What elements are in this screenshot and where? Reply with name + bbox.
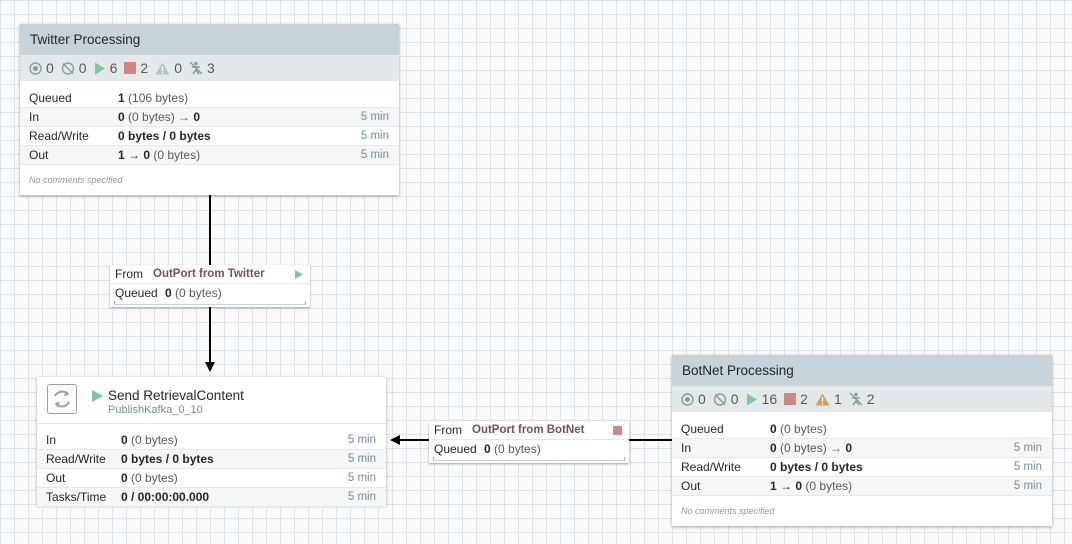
- out-row: Out 0 (0 bytes) 5 min: [37, 469, 386, 488]
- read-write-row: Read/Write 0 bytes / 0 bytes 5 min: [37, 450, 386, 469]
- stop-icon: [784, 393, 797, 405]
- invalid-stat: 0: [155, 60, 182, 76]
- processor-icon: [47, 384, 77, 414]
- transmitting-icon: [681, 392, 694, 406]
- backpressure-bar: [433, 457, 625, 461]
- transmitting-icon: [29, 61, 42, 75]
- connection-queued-row: Queued 0 (0 bytes): [115, 285, 222, 300]
- not-transmitting-icon: [713, 392, 726, 406]
- read-write-row: Read/Write 0 bytes / 0 bytes 5 min: [672, 458, 1052, 477]
- disabled-icon: [849, 392, 863, 406]
- warning-icon: [815, 393, 830, 405]
- backpressure-bar: [114, 301, 306, 305]
- connection-label-botnet[interactable]: From OutPort from BotNet Queued 0 (0 byt…: [429, 421, 629, 463]
- process-group-twitter[interactable]: Twitter Processing 0 0 6 2 0 3 Queued: [20, 24, 399, 195]
- running-status-icon: [92, 390, 103, 402]
- transmitting-stat: 0: [29, 60, 54, 76]
- not-transmitting-stat: 0: [713, 391, 739, 407]
- processor-send-retrieval-content[interactable]: Send RetrievalContent PublishKafka_0_10 …: [37, 377, 386, 507]
- connection-queued-row: Queued 0 (0 bytes): [434, 441, 541, 456]
- connection-from-row: From OutPort from BotNet: [429, 421, 629, 440]
- processor-type: PublishKafka_0_10: [108, 404, 203, 416]
- out-row: Out 1 → 0 (0 bytes) 5 min: [672, 477, 1052, 496]
- queued-row: Queued 0 (0 bytes): [672, 420, 1052, 439]
- running-port-icon: [295, 270, 303, 279]
- comments-text: No comments specified: [681, 506, 775, 516]
- out-row: Out 1 → 0 (0 bytes) 5 min: [20, 146, 399, 165]
- disabled-stat: 2: [849, 391, 875, 407]
- process-group-stats: 0 0 16 2 1 2: [672, 386, 1052, 412]
- processor-name: Send RetrievalContent: [108, 388, 244, 403]
- running-stat: 16: [746, 391, 777, 407]
- in-row: In 0 (0 bytes) → 0 5 min: [20, 108, 399, 127]
- not-transmitting-icon: [61, 61, 74, 75]
- stop-icon: [124, 62, 137, 74]
- invalid-stat: 1: [815, 391, 842, 407]
- in-row: In 0 (0 bytes) → 0 5 min: [672, 439, 1052, 458]
- queued-row: Queued 1 (106 bytes): [20, 89, 399, 108]
- stopped-stat: 2: [124, 60, 148, 76]
- warning-icon: [155, 62, 170, 74]
- transmitting-stat: 0: [681, 391, 706, 407]
- stopped-stat: 2: [784, 391, 808, 407]
- process-group-title: BotNet Processing: [672, 355, 1052, 386]
- disabled-icon: [189, 61, 203, 75]
- process-group-botnet[interactable]: BotNet Processing 0 0 16 2 1 2 Queued: [672, 355, 1052, 526]
- in-row: In 0 (0 bytes) 5 min: [37, 431, 386, 450]
- process-group-stats: 0 0 6 2 0 3: [20, 55, 399, 81]
- process-group-title: Twitter Processing: [20, 24, 399, 55]
- connection-from-row: From OutPort from Twitter: [110, 265, 310, 284]
- connection-label-twitter[interactable]: From OutPort from Twitter Queued 0 (0 by…: [110, 265, 310, 307]
- stopped-port-icon: [613, 426, 622, 435]
- running-stat: 6: [94, 60, 117, 76]
- not-transmitting-stat: 0: [61, 60, 87, 76]
- read-write-row: Read/Write 0 bytes / 0 bytes 5 min: [20, 127, 399, 146]
- play-icon: [746, 393, 757, 405]
- tasks-time-row: Tasks/Time 0 / 00:00:00.000 5 min: [37, 488, 386, 507]
- disabled-stat: 3: [189, 60, 215, 76]
- comments-text: No comments specified: [29, 175, 123, 185]
- play-icon: [94, 62, 105, 74]
